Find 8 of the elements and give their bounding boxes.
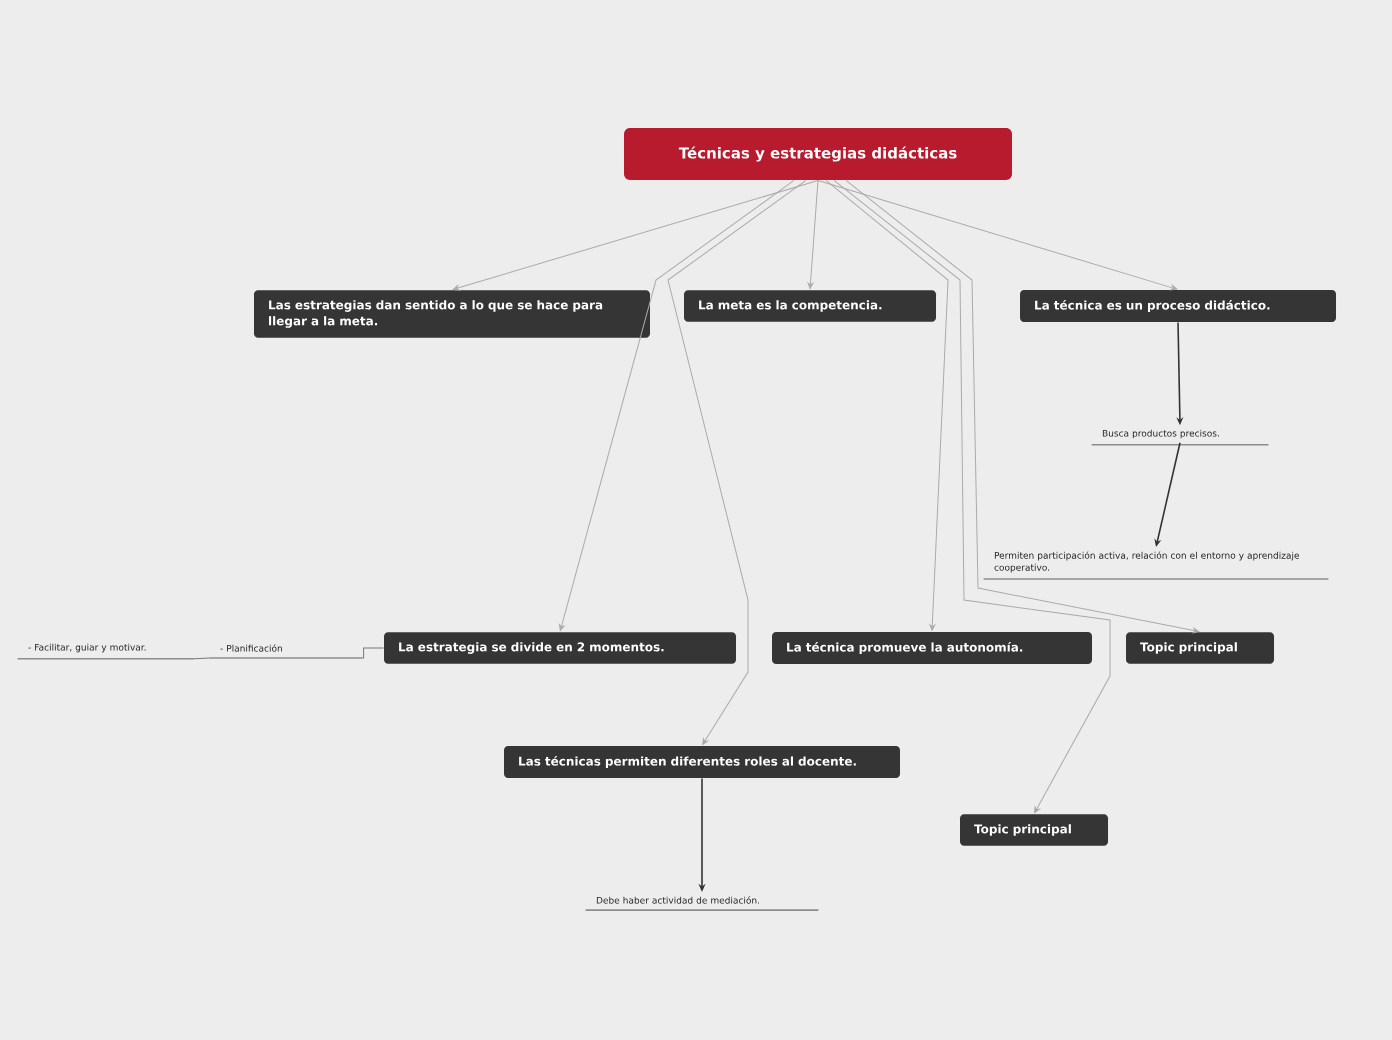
connector-arrow <box>817 179 1178 291</box>
connector-arrow <box>845 179 1200 634</box>
connector-arrow <box>807 179 819 290</box>
connector-arrow <box>667 179 807 745</box>
connector-arrow <box>559 179 795 632</box>
connector-arrow <box>833 179 1111 814</box>
connector-arrow <box>825 179 949 631</box>
connector-arrow <box>452 179 819 291</box>
